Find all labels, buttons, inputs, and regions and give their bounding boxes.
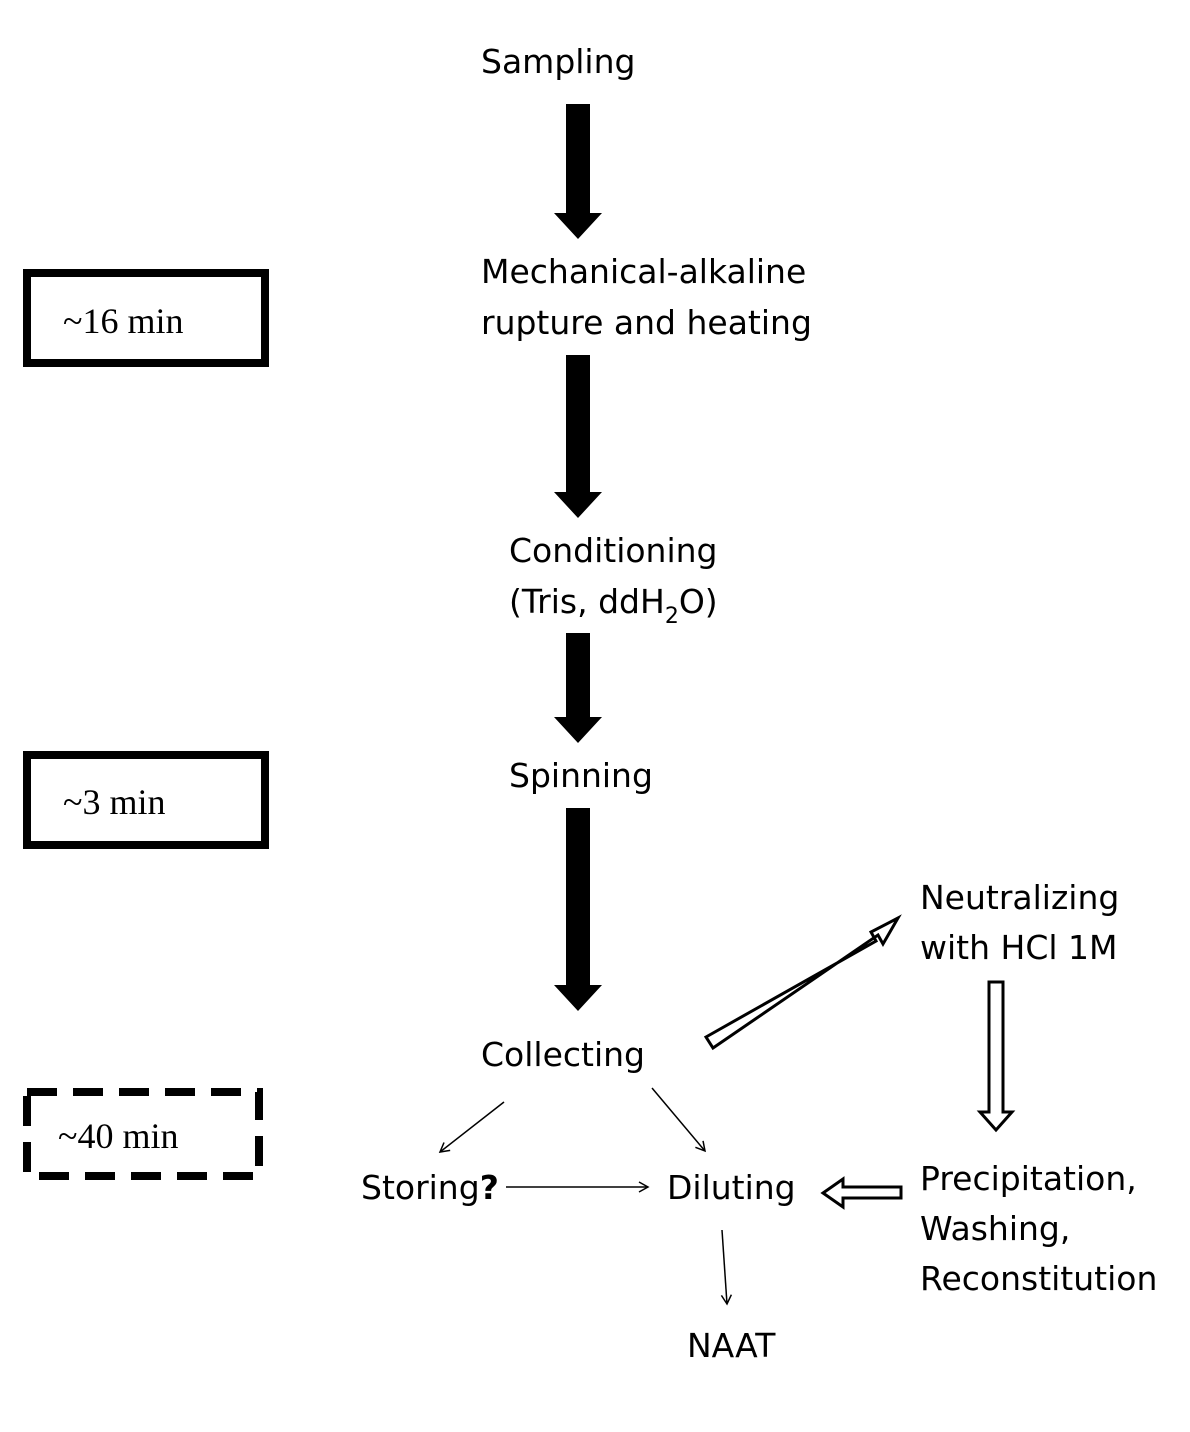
conditioning-subscript: 2 <box>665 604 679 629</box>
step-precipitation-line2: Washing, <box>920 1209 1070 1248</box>
step-rupture-line2: rupture and heating <box>481 303 812 342</box>
time-box-40-min <box>23 1088 263 1180</box>
step-precipitation-line3: Reconstitution <box>920 1259 1157 1298</box>
arrow-precipitation-to-diluting <box>820 1176 903 1210</box>
step-conditioning-line1: Conditioning <box>509 531 718 570</box>
arrow-collecting-to-neutralizing <box>703 914 902 1051</box>
arrow-diluting-to-naat <box>720 1229 733 1306</box>
arrow-spinning-to-collecting <box>554 808 602 1011</box>
time-box-3-min <box>23 751 269 849</box>
step-conditioning-line2: (Tris, ddH2O) <box>509 582 718 629</box>
storing-question-mark: ? <box>480 1168 499 1207</box>
time-box-16-min <box>23 269 269 367</box>
arrow-conditioning-to-spinning <box>554 633 602 743</box>
step-storing: Storing? <box>361 1168 499 1207</box>
step-naat: NAAT <box>687 1326 776 1365</box>
step-sampling: Sampling <box>481 42 635 81</box>
conditioning-suffix: O) <box>679 582 718 621</box>
step-spinning: Spinning <box>509 756 653 795</box>
step-collecting: Collecting <box>481 1035 645 1074</box>
arrow-rupture-to-conditioning <box>554 355 602 518</box>
arrow-neutralizing-to-precipitation <box>976 980 1016 1133</box>
storing-label: Storing <box>361 1168 480 1207</box>
time-label-16-min: ~16 min <box>63 301 183 341</box>
step-diluting: Diluting <box>667 1168 796 1207</box>
time-label-3-min: ~3 min <box>63 782 165 822</box>
step-neutralizing-line1: Neutralizing <box>920 878 1119 917</box>
time-label-40-min: ~40 min <box>58 1116 178 1156</box>
arrow-collecting-to-storing <box>438 1101 505 1153</box>
conditioning-prefix: (Tris, ddH <box>509 582 665 621</box>
step-precipitation-line1: Precipitation, <box>920 1159 1137 1198</box>
step-rupture-line1: Mechanical-alkaline <box>481 252 806 291</box>
step-neutralizing-line2: with HCl 1M <box>920 928 1117 967</box>
arrow-collecting-to-diluting <box>651 1087 706 1153</box>
arrow-sampling-to-rupture <box>554 104 602 239</box>
